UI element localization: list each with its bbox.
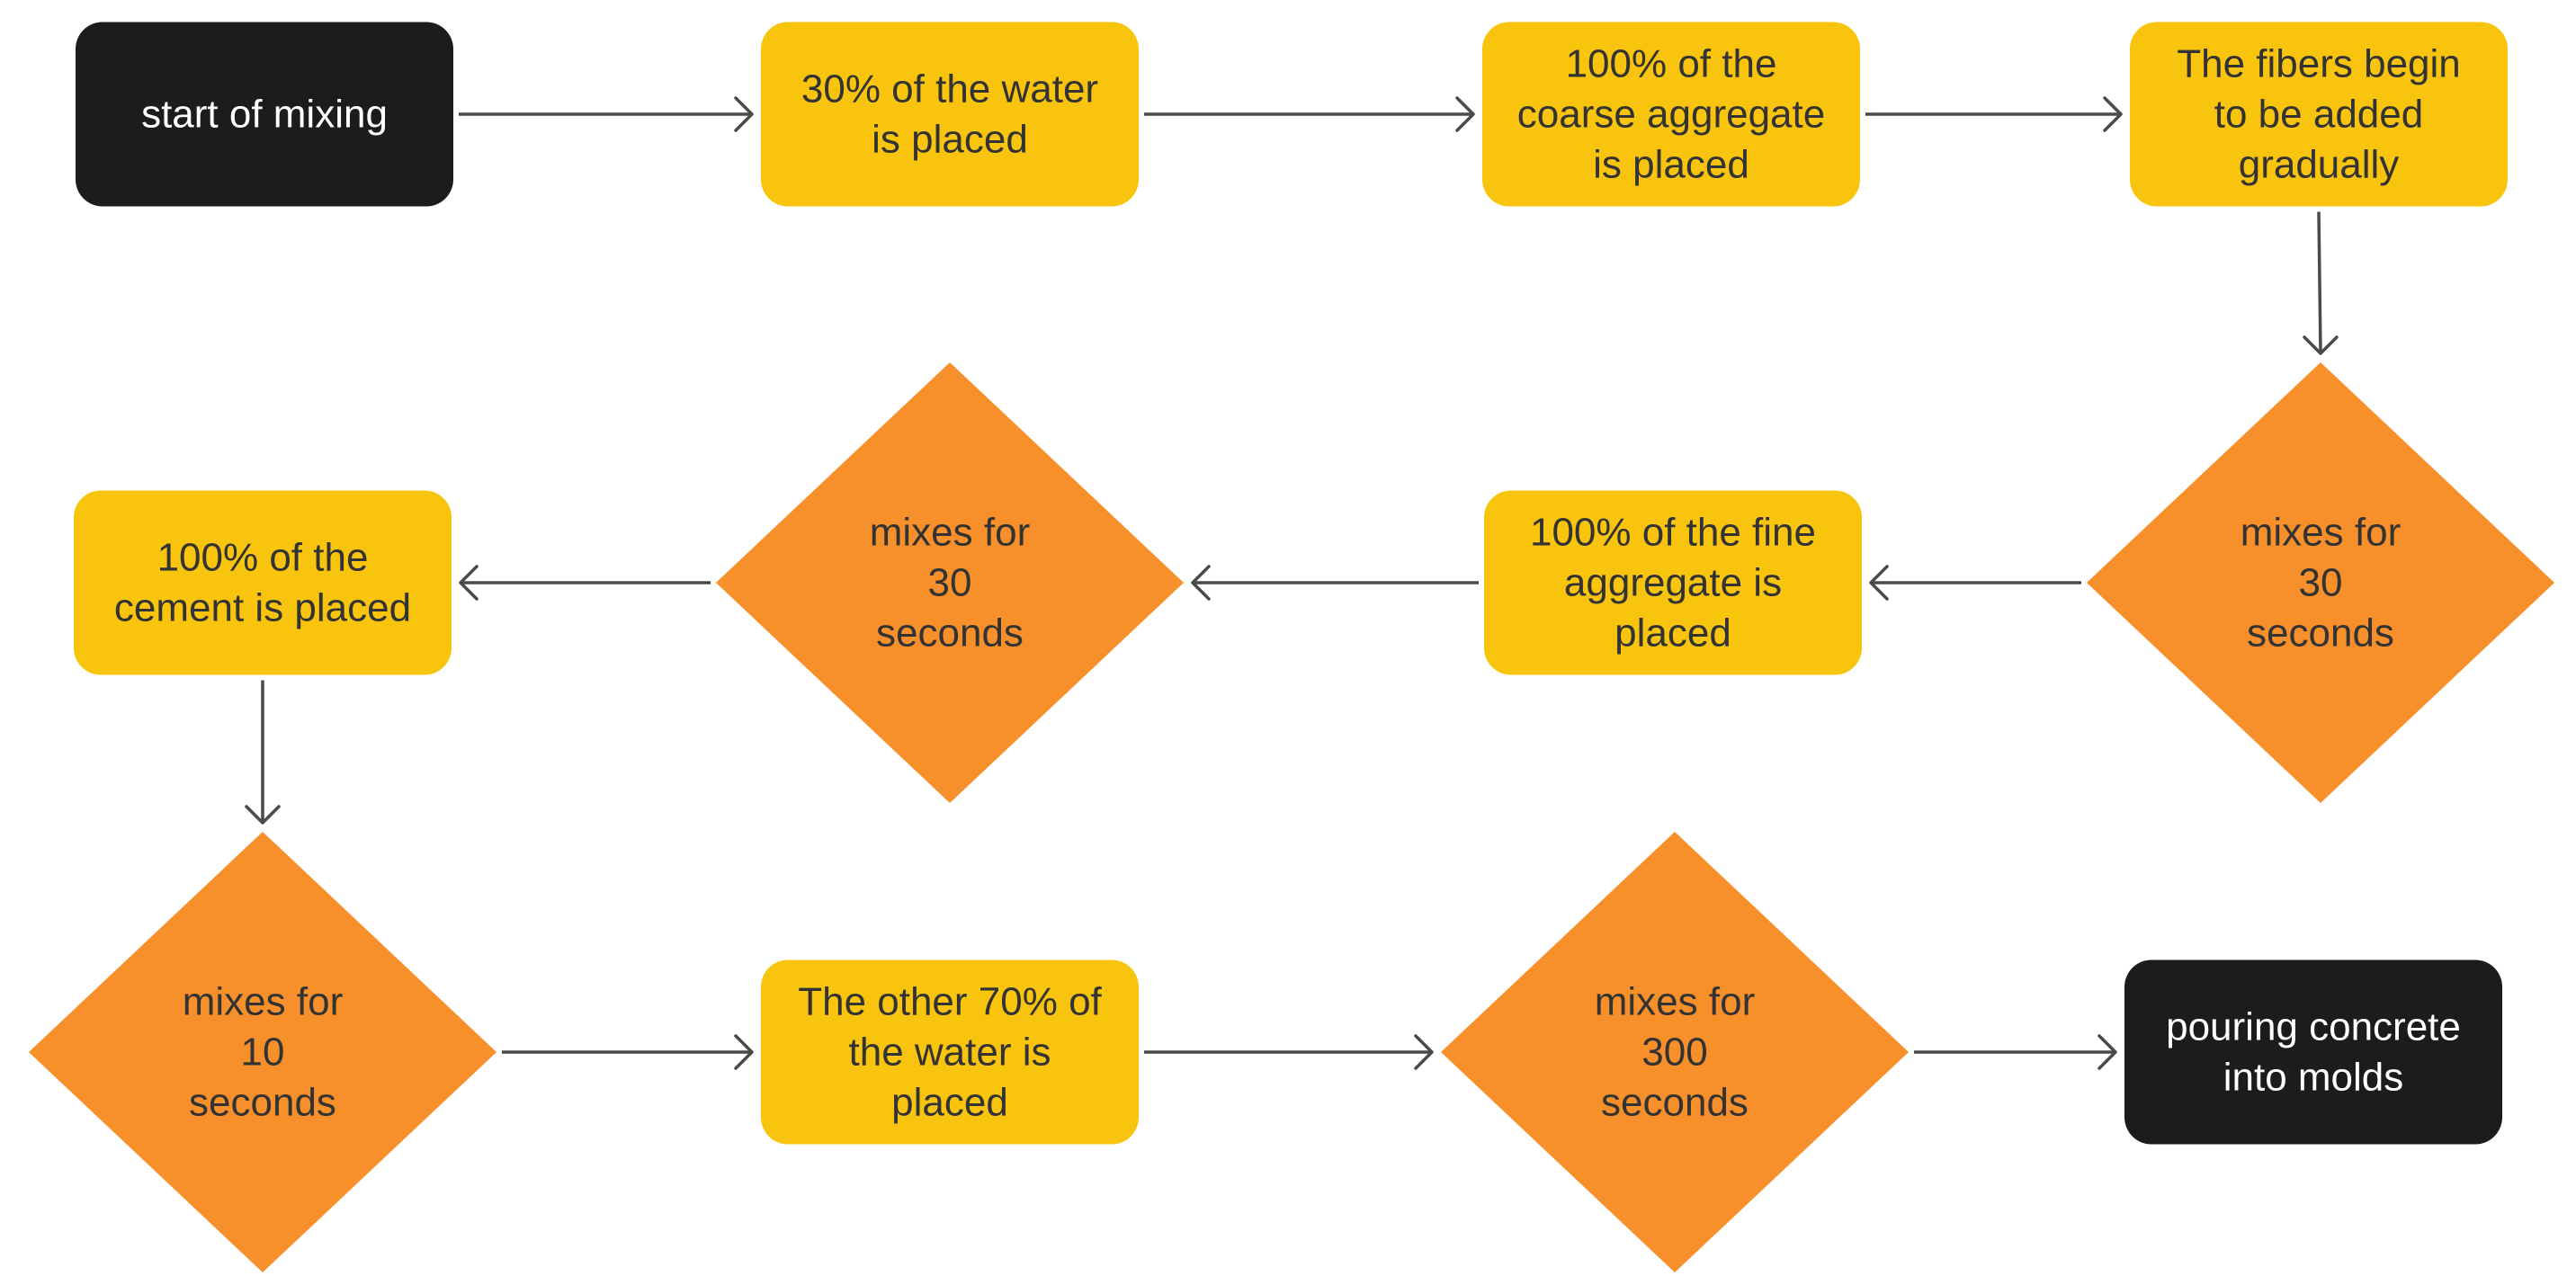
node-mix30a: mixes for 30 seconds: [2087, 362, 2554, 803]
arrowhead-icon: [1191, 565, 1211, 601]
node-label-line: placed: [891, 1081, 1008, 1125]
node-mix300: mixes for 300 seconds: [1441, 832, 1909, 1272]
decision-diamond: [1441, 832, 1909, 1272]
node-label-line: to be added: [2214, 93, 2423, 137]
node-label-line: gradually: [2239, 143, 2400, 187]
arrowhead-icon: [2097, 1034, 2117, 1070]
node-label-line: cement is placed: [114, 586, 411, 630]
node-fine: 100% of the fine aggregate is placed: [1484, 490, 1862, 675]
arrowhead-icon: [1869, 565, 1889, 601]
decision-diamond: [716, 362, 1184, 803]
node-label-line: mixes for: [870, 511, 1030, 555]
terminal-box: [76, 22, 453, 207]
connector-water70-mix300: [1144, 1034, 1434, 1070]
decision-diamond: [29, 832, 496, 1272]
node-label-line: is placed: [872, 118, 1028, 162]
process-box: [761, 22, 1139, 207]
node-coarse: 100% of the coarse aggregate is placed: [1482, 22, 1860, 207]
process-box: [2130, 22, 2508, 207]
node-label-line: seconds: [876, 611, 1024, 656]
node-label-line: start of mixing: [141, 93, 388, 137]
node-label-line: aggregate is: [1564, 561, 1782, 605]
node-label-line: placed: [1614, 611, 1731, 656]
node-label-line: 30: [928, 561, 972, 605]
decision-diamond: [2087, 362, 2554, 803]
arrowhead-icon: [1455, 96, 1475, 132]
node-label-line: 100% of the: [1566, 42, 1777, 86]
process-box: [74, 490, 452, 675]
node-mix10: mixes for 10 seconds: [29, 832, 496, 1272]
connector-line: [2317, 211, 2322, 354]
node-label-line: The other 70% of: [798, 980, 1102, 1024]
node-label-line: seconds: [2247, 611, 2394, 656]
node-label-line: The fibers begin: [2177, 42, 2461, 86]
arrowhead-icon: [459, 565, 479, 601]
connector-mix300-pour: [1914, 1034, 2117, 1070]
node-label-line: seconds: [189, 1081, 336, 1125]
node-cement: 100% of the cement is placed: [74, 490, 452, 675]
connector-coarse-fibers: [1865, 96, 2123, 132]
connector-mix30b-cement: [459, 565, 711, 601]
node-pour: pouring concrete into molds: [2124, 959, 2502, 1145]
node-label-line: 30: [2299, 561, 2343, 605]
node-label-line: mixes for: [2241, 511, 2401, 555]
node-label-line: 300: [1641, 1031, 1707, 1075]
node-label-line: mixes for: [183, 980, 343, 1024]
arrowhead-icon: [734, 96, 754, 132]
node-mix30b: mixes for 30 seconds: [716, 362, 1184, 803]
arrowhead-icon: [1414, 1034, 1434, 1070]
node-water30: 30% of the water is placed: [761, 22, 1139, 207]
node-label-line: 30% of the water: [801, 67, 1098, 112]
node-label-line: 100% of the fine: [1530, 511, 1816, 555]
connector-mix30a-fine: [1869, 565, 2081, 601]
node-label-line: is placed: [1593, 143, 1749, 187]
arrowhead-icon: [2103, 96, 2123, 132]
connector-start-water30: [459, 96, 754, 132]
connector-fibers-mix30a: [2303, 211, 2339, 355]
connector-cement-mix10: [245, 680, 281, 825]
nodes-layer: start of mixing 30% of the water is placed…: [29, 22, 2554, 1272]
node-label-line: seconds: [1601, 1081, 1749, 1125]
node-start: start of mixing: [76, 22, 453, 207]
connector-mix10-water70: [502, 1034, 754, 1070]
terminal-box: [2124, 959, 2502, 1145]
process-box: [1484, 490, 1862, 675]
node-label-line: mixes for: [1595, 980, 1755, 1024]
node-water70: The other 70% of the water is placed: [761, 959, 1139, 1145]
process-box: [1482, 22, 1860, 207]
arrowhead-icon: [245, 805, 281, 825]
arrowhead-icon: [734, 1034, 754, 1070]
node-label-line: into molds: [2223, 1056, 2404, 1100]
node-label-line: pouring concrete: [2166, 1005, 2461, 1049]
node-label-line: 10: [241, 1031, 285, 1075]
node-label-line: the water is: [849, 1031, 1051, 1075]
node-label-line: 100% of the: [157, 536, 369, 580]
connector-fine-mix30b: [1191, 565, 1479, 601]
connectors-layer: [245, 96, 2339, 1070]
arrowhead-icon: [2303, 335, 2339, 355]
node-label-line: coarse aggregate: [1517, 93, 1825, 137]
process-box: [761, 959, 1139, 1145]
node-fibers: The fibers begin to be added gradually: [2130, 22, 2508, 207]
connector-water30-coarse: [1144, 96, 1475, 132]
